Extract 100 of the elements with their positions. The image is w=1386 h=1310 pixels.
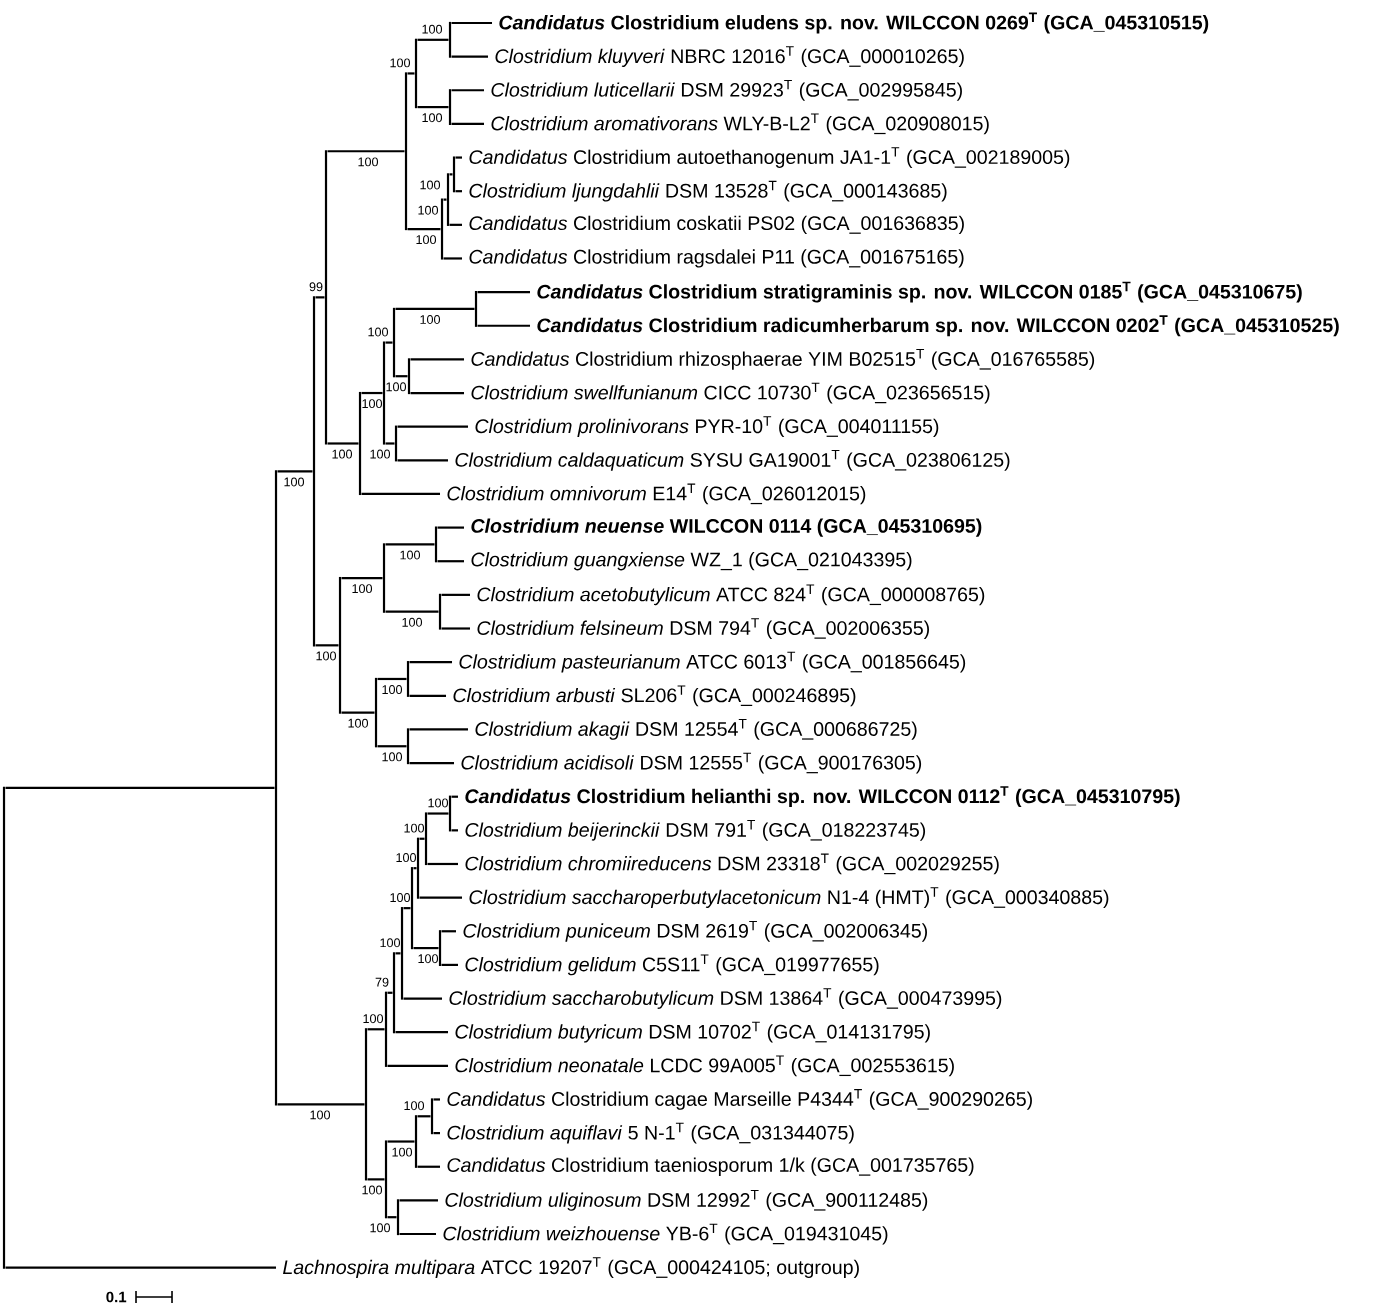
branch-line <box>277 470 313 473</box>
branch-line <box>477 324 530 327</box>
branch-line <box>427 812 449 815</box>
taxon-label: Candidatus Clostridium rhizosphaerae YIM B02515$^{T}$ (GCA_016765585) <box>471 349 1095 370</box>
branch-line <box>395 952 401 955</box>
branch-line <box>455 190 462 193</box>
branch-line <box>441 593 470 596</box>
branch-line <box>449 223 462 226</box>
branch-line <box>413 867 417 870</box>
taxon-label: Clostridium pasteurianum ATCC 6013$^{T}$ (GCA_001856645) <box>459 651 966 673</box>
branch-line <box>5 786 275 789</box>
taxon-label: Clostridium weizhouense YB-6$^{T}$ (GCA_019431045) <box>443 1223 888 1245</box>
taxon-label: Clostridium saccharobutylicum DSM 13864$^{T}$ (GCA_000473995) <box>449 988 1002 1009</box>
branch-line <box>327 150 405 153</box>
taxon-label: Clostridium prolinivorans PYR-10$^{T}$ (GCA_004011155) <box>475 416 939 438</box>
branch-line <box>341 711 375 714</box>
branch-line <box>399 1199 438 1202</box>
branch-line <box>451 21 492 25</box>
taxon-label: Clostridium akagii DSM 12554$^{T}$ (GCA_000686725) <box>475 719 917 740</box>
branch-line <box>315 644 339 647</box>
branch-line <box>437 560 464 563</box>
branch-line <box>377 677 407 681</box>
branch-line <box>385 610 439 613</box>
branch-line <box>409 694 446 697</box>
branch-line <box>387 1140 415 1143</box>
branch-line <box>451 829 458 832</box>
branch-line <box>385 442 395 445</box>
branch-line <box>417 106 449 109</box>
branch-line <box>409 761 454 765</box>
branch-line <box>387 1216 397 1219</box>
branch-line <box>403 907 411 910</box>
taxon-label: Clostridium beijerinckii DSM 791$^{T}$ (GCA_018223745) <box>465 819 926 841</box>
branch-line <box>315 296 325 299</box>
branch-line <box>385 543 435 546</box>
branch-line <box>407 227 441 231</box>
branch-line <box>417 1115 431 1118</box>
taxon-label: Candidatus Clostridium coskatii PS02 (GCA_001636835) <box>469 215 964 234</box>
branch-line <box>399 1232 436 1236</box>
branch-line <box>455 156 462 159</box>
branch-line <box>377 745 407 748</box>
taxon-label: Candidatus Clostridium taeniosporum 1/k (GCA_001735765) <box>447 1157 974 1176</box>
taxon-label: Candidatus Clostridium helianthi sp. nov. WILCCON 0112$^{T}$ (GCA_045310795) <box>465 786 1180 808</box>
taxon-label: Clostridium acidisoli DSM 12555$^{T}$ (GCA_900176305) <box>461 752 922 774</box>
branch-line <box>367 1178 385 1181</box>
branch-line <box>413 947 439 950</box>
branch-line <box>477 291 530 294</box>
taxon-label: Lachnospira multipara ATCC 19207$^{T}$ (GCA_000424105; outgroup) <box>283 1257 859 1279</box>
branch-line <box>395 1031 448 1034</box>
taxon-label: Clostridium ljungdahlii DSM 13528$^{T}$ (GCA_000143685) <box>469 180 947 202</box>
branch-line <box>451 89 484 92</box>
branch-line <box>387 1064 448 1067</box>
branch-line <box>387 991 393 994</box>
taxon-label: Candidatus Clostridium autoethanogenum JA1-1$^{T}$ (GCA_002189005) <box>469 147 1070 168</box>
branch-line <box>433 1098 440 1101</box>
branch-line <box>341 576 383 580</box>
taxon-label: Clostridium caldaquaticum SYSU GA19001$^{T}$ (GCA_023806125) <box>455 449 1010 471</box>
branch-line <box>410 391 464 395</box>
branch-line <box>419 896 462 899</box>
branch-line <box>451 122 484 125</box>
taxon-label: Clostridium aromativorans WLY-B-L2$^{T}$ (GCA_020908015) <box>491 113 989 135</box>
taxon-label: Clostridium saccharoperbutylacetonicum N1-4 (HMT)$^{T}$ (GCA_000340885) <box>469 887 1109 908</box>
taxon-label: Clostridium felsineum DSM 794$^{T}$ (GCA_002006355) <box>477 618 929 639</box>
branch-line <box>427 862 458 866</box>
taxon-label: Clostridium gelidum C5S11$^{T}$ (GCA_019977655) <box>465 954 879 976</box>
branch-line <box>451 795 458 798</box>
taxon-label: Clostridium neuense WILCCON 0114 (GCA_045310695) <box>471 518 982 537</box>
branch-line <box>395 307 475 311</box>
branch-line <box>409 661 452 664</box>
branch-line <box>395 375 408 378</box>
branch-line <box>361 492 440 496</box>
branch-line <box>397 459 448 462</box>
branch-line <box>449 173 453 176</box>
branch-line <box>367 1028 385 1031</box>
branch-line <box>419 837 425 840</box>
taxon-label: Clostridium acetobutylicum ATCC 824$^{T}$ (GCA_000008765) <box>477 584 985 606</box>
taxon-label: Clostridium butyricum DSM 10702$^{T}$ (GCA_014131795) <box>455 1021 930 1043</box>
taxon-label: Candidatus Clostridium cagae Marseille P4344$^{T}$ (GCA_900290265) <box>447 1089 1032 1110</box>
branch-line <box>417 38 449 41</box>
branch-line <box>451 55 488 58</box>
branch-line <box>327 442 359 445</box>
branch-line <box>443 198 447 201</box>
branch-line <box>441 627 470 630</box>
taxon-label: Clostridium uliginosum DSM 12992$^{T}$ (GCA_900112485) <box>445 1190 928 1211</box>
taxon-label: Clostridium omnivorum E14$^{T}$ (GCA_026012015) <box>447 483 866 505</box>
taxon-label: Clostridium luticellarii DSM 29923$^{T}$ (GCA_002995845) <box>491 79 962 101</box>
taxon-label: Clostridium kluyveri NBRC 12016$^{T}$ (GCA_000010265) <box>495 46 964 68</box>
taxon-label: Clostridium arbusti SL206$^{T}$ (GCA_000246895) <box>453 685 856 707</box>
taxon-label: Candidatus Clostridium ragsdalei P11 (GCA_001675165) <box>469 249 964 268</box>
branch-line <box>403 997 442 1000</box>
taxon-label: Clostridium chromiireducens DSM 23318$^{T}$ (GCA_002029255) <box>465 853 999 875</box>
branch-line <box>385 341 393 344</box>
branch-line <box>407 72 415 75</box>
branch-line <box>361 391 383 395</box>
branch-line <box>417 1165 440 1168</box>
taxon-label: Clostridium neonatale LCDC 99A005$^{T}$ (GCA_002553615) <box>455 1055 954 1077</box>
branch-line <box>409 728 468 731</box>
taxon-label: Candidatus Clostridium stratigraminis sp. nov. WILCCON 0185$^{T}$ (GCA_045310675) <box>537 281 1302 303</box>
taxon-label: Clostridium aquiflavi 5 N-1$^{T}$ (GCA_031344075) <box>447 1122 854 1144</box>
branch-line <box>441 930 456 933</box>
branch-line <box>441 963 458 966</box>
